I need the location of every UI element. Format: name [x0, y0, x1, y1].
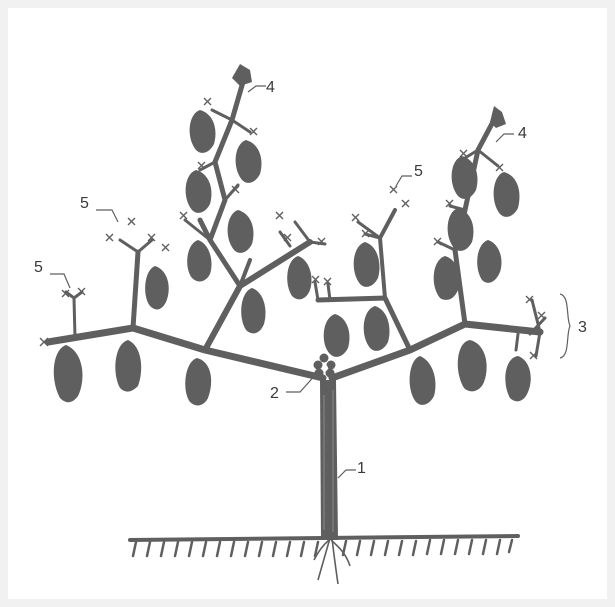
label-pinch-left-upper: 5 [80, 195, 89, 212]
label-brace: 3 [578, 319, 587, 336]
label-pinch-top: 5 [414, 163, 423, 180]
label-flower: 2 [270, 385, 279, 402]
label-tip-left: 4 [266, 79, 275, 96]
label-tip-right: 4 [518, 125, 527, 142]
label-stem: 1 [357, 460, 366, 477]
fruits [54, 110, 531, 405]
label-pinch-left-lower: 5 [34, 259, 43, 276]
growing-tips [232, 64, 506, 128]
main-stem [320, 380, 338, 540]
